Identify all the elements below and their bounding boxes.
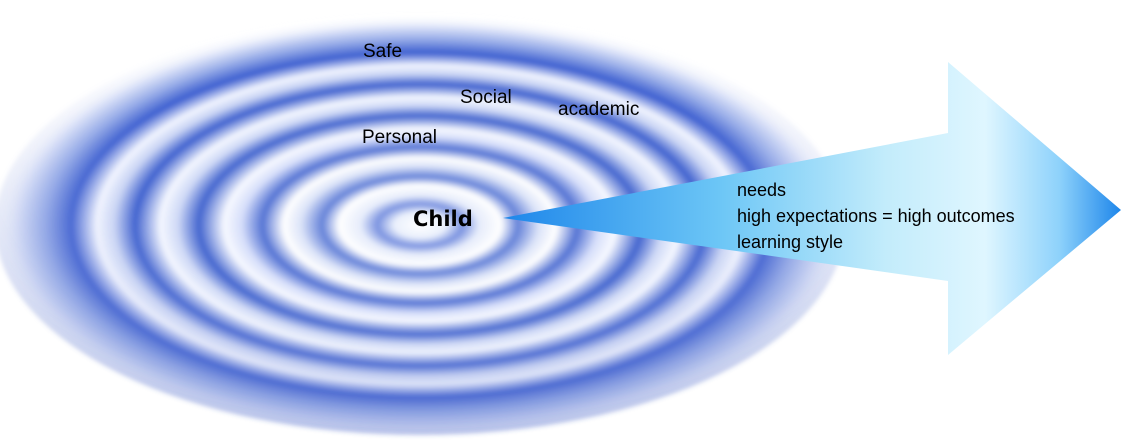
ring-label-social: Social (460, 87, 512, 108)
ring-label-safe: Safe (363, 41, 403, 62)
ring-label-academic: academic (558, 99, 640, 120)
arrow-line-learning-style: learning style (737, 232, 844, 252)
center-label-child: Child (413, 207, 473, 231)
ring-label-personal: Personal (362, 127, 437, 148)
arrow-line-needs: needs (737, 180, 787, 200)
arrow-text-block: needs high expectations = high outcomes … (737, 177, 1015, 255)
arrow-shape (503, 62, 1121, 355)
ripple-shading (0, 15, 845, 435)
arrow-line-expectations: high expectations = high outcomes (737, 206, 1015, 226)
